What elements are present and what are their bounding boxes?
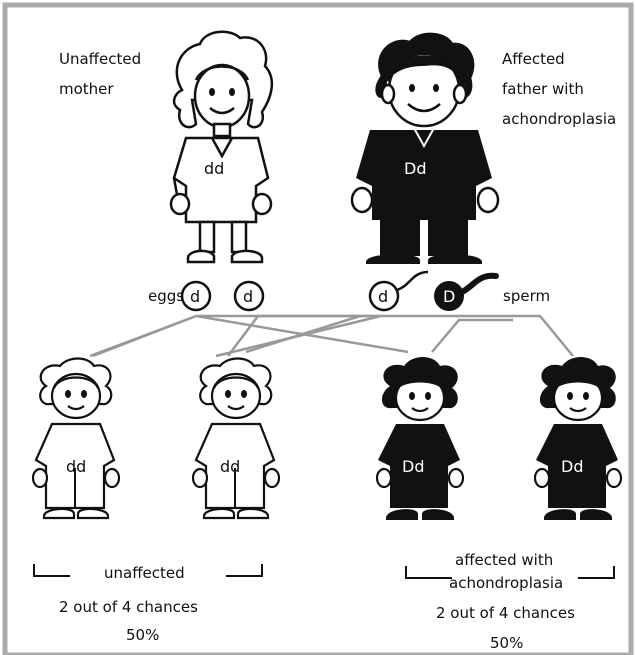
- affected-bracket: [405, 566, 615, 579]
- sperm-1: [368, 270, 429, 312]
- affected-percent: 50%: [490, 634, 523, 652]
- egg-1-allele: d: [190, 287, 200, 306]
- mother-label-line1: Unaffected: [59, 50, 141, 68]
- sperm-1-allele: d: [378, 287, 388, 306]
- child-3-genotype: Dd: [402, 457, 424, 476]
- father-genotype: Dd: [404, 159, 426, 178]
- unaffected-label: unaffected: [104, 564, 185, 582]
- father-figure: [350, 32, 500, 264]
- unaffected-bracket: [33, 564, 263, 577]
- unaffected-percent: 50%: [126, 626, 159, 644]
- affected-label-line2: achondroplasia: [449, 574, 563, 592]
- egg-1: [180, 280, 212, 312]
- cross-line-connector: [196, 314, 382, 358]
- egg-2-allele: d: [243, 287, 253, 306]
- child-1-figure: [31, 357, 121, 520]
- sperm-label: sperm: [503, 287, 550, 305]
- child-4-figure: [533, 357, 623, 520]
- father-label-line1: Affected: [502, 50, 565, 68]
- child-2-genotype: dd: [220, 457, 240, 476]
- cross-lines: [89, 314, 574, 358]
- sperm-2-allele: D: [443, 287, 455, 306]
- child-3-figure: [375, 357, 465, 520]
- affected-chances: 2 out of 4 chances: [436, 604, 575, 622]
- child-1-genotype: dd: [66, 457, 86, 476]
- unaffected-chances: 2 out of 4 chances: [59, 598, 198, 616]
- child-2-figure: [191, 357, 281, 520]
- sperm-2: [434, 272, 499, 311]
- mother-figure: [169, 30, 274, 264]
- child-4-genotype: Dd: [561, 457, 583, 476]
- mother-label-line2: mother: [59, 80, 114, 98]
- eggs-label: eggs: [148, 287, 184, 305]
- mother-genotype: dd: [204, 159, 224, 178]
- affected-label-line1: affected with: [455, 551, 553, 569]
- father-label-line3: achondroplasia: [502, 110, 616, 128]
- father-label-line2: father with: [502, 80, 584, 98]
- egg-2: [233, 280, 265, 312]
